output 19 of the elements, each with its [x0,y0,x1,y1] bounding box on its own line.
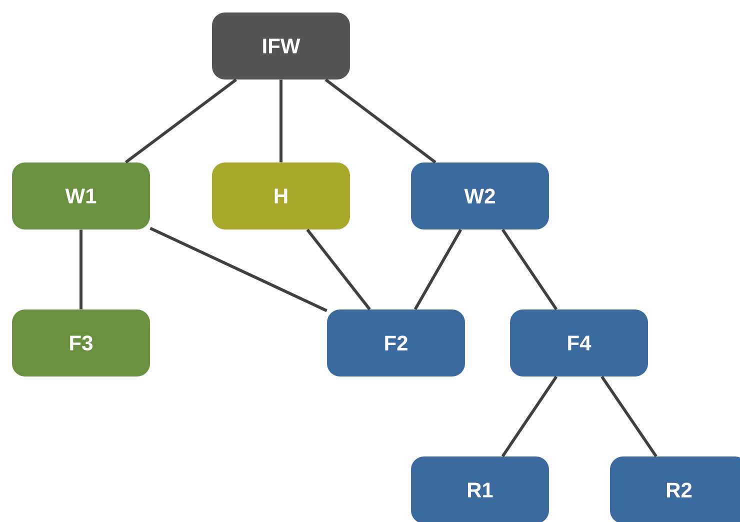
connector-line [501,376,558,458]
node-box: F2 [327,310,465,376]
node-box: W1 [12,162,150,230]
connector-line [501,228,558,310]
connector-line [80,230,82,310]
connector-line [306,228,371,310]
node-box: F3 [12,310,150,376]
connector-line [124,78,237,164]
node-box: R2 [610,456,740,522]
node-box: W2 [411,162,549,230]
connector-line [324,78,436,164]
node-box: R1 [411,456,549,522]
connector-line [600,376,658,458]
node-box: H [212,162,350,230]
connector-line [150,226,328,312]
connector-line [280,80,282,162]
node-box: IFW [212,12,350,80]
node-box: F4 [510,310,648,376]
connector-line [414,228,462,310]
